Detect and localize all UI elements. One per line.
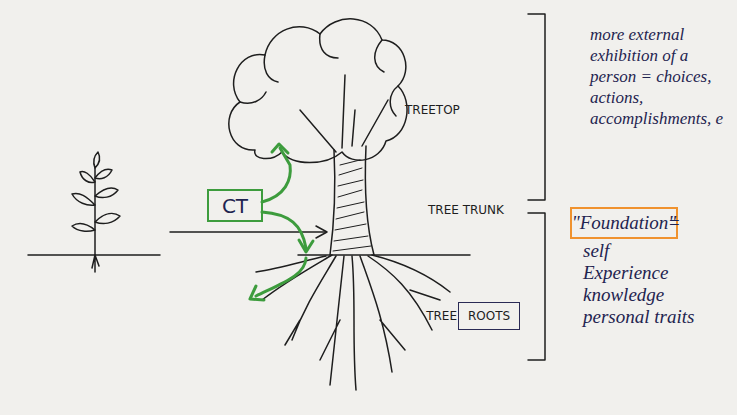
equals-sign: = [669,212,680,234]
tree-branches [300,75,388,152]
part-label: TREE TRUNK [428,203,504,217]
ground-line [298,254,470,256]
canopy-detail [240,34,398,116]
growth-arrowhead [316,226,327,238]
trunk-hatching [333,160,371,251]
bracket [528,213,545,360]
ground-line [28,254,160,256]
note-text: more external exhibition of a person = c… [590,24,737,129]
foundation-box: "Foundation" [570,207,678,239]
sapling-leaves [72,152,120,231]
foundation-item: personal traits [583,306,694,328]
roots-box: TREEROOTS [458,302,520,330]
part-label: TREETOP [405,103,460,117]
ct-arrowhead [299,240,313,252]
tree-trunk [330,146,374,255]
box-text: CT [222,194,248,218]
box-text: ROOTS [468,309,510,323]
foundation-item: self [583,240,609,262]
ct-arrow [262,148,290,202]
ct-arrowhead [250,286,264,300]
sapling-roots [92,255,99,272]
ct-box: CT [207,189,263,222]
bracket [528,14,545,200]
box-text: "Foundation" [572,212,677,234]
tree-roots [256,255,450,390]
tree-canopy [229,19,407,163]
foundation-item: Experience [583,262,668,284]
ct-arrowhead [272,144,288,153]
box-heading: TREE [426,309,457,323]
foundation-item: knowledge [583,284,664,306]
ct-arrow [256,258,306,296]
